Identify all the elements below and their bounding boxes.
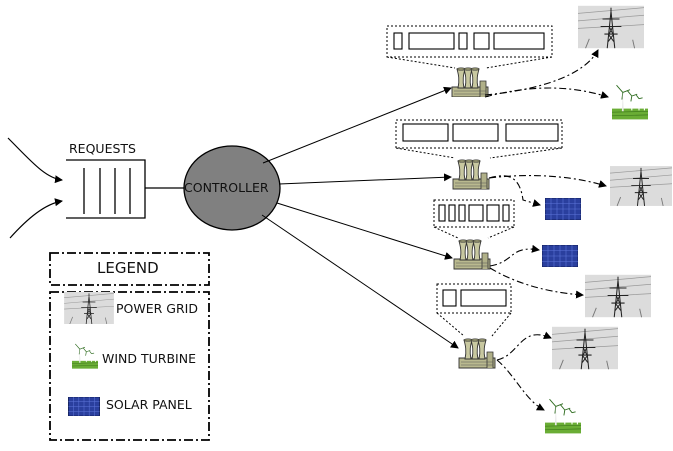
rack-2 — [395, 119, 563, 159]
legend-frame — [49, 252, 210, 441]
data-center-4-icon — [458, 338, 496, 369]
power-grid-icon — [585, 274, 651, 318]
solar-panel-icon — [542, 245, 578, 267]
data-center-3-icon — [453, 239, 491, 270]
wind-turbine-icon — [545, 398, 581, 435]
legend-item-solar-panel-label: SOLAR PANEL — [106, 397, 192, 412]
queue-label: REQUESTS — [69, 141, 136, 156]
data-center-2-icon — [452, 159, 490, 190]
request-queue — [66, 159, 146, 219]
rack-4 — [436, 283, 512, 337]
dispatch-arrows — [261, 86, 459, 349]
power-grid-icon — [610, 165, 672, 207]
wind-turbine-icon — [612, 84, 648, 121]
legend-item-power-grid-label: POWER GRID — [116, 301, 198, 316]
controller-label: CONTROLLER — [184, 180, 269, 195]
rack-1 — [386, 25, 553, 69]
data-center-1-icon — [451, 67, 489, 97]
incoming-request-arrows — [7, 137, 63, 239]
legend-wind-turbine-icon — [72, 343, 98, 370]
power-grid-icon — [578, 5, 644, 49]
rack-3 — [433, 199, 515, 239]
legend-item-wind-turbine-label: WIND TURBINE — [102, 351, 196, 366]
power-grid-icon — [552, 326, 618, 370]
controller-node — [183, 145, 281, 231]
solar-panel-icon — [545, 198, 581, 220]
legend-solar-panel-icon — [68, 397, 100, 416]
legend-title: LEGEND — [97, 259, 159, 277]
energy-links — [484, 49, 609, 411]
legend-power-grid-icon — [64, 292, 114, 324]
